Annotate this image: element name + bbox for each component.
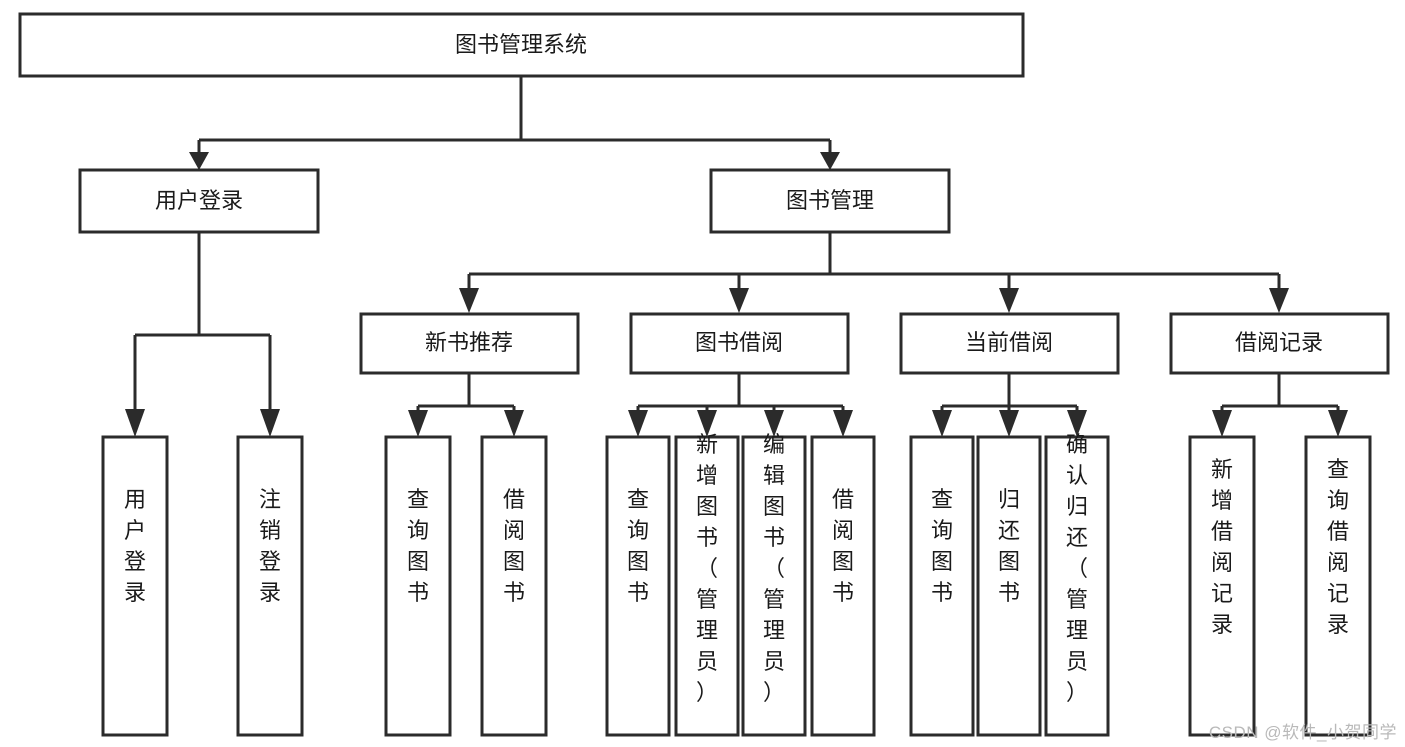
node-borrow-record-label: 借阅记录 — [1235, 330, 1323, 355]
node-user-login[interactable]: 用户登录 — [78, 168, 320, 234]
csdn-watermark: CSDN @软件_小贺同学 — [1208, 723, 1397, 742]
leaf-node-book-borrow-4-box[interactable] — [810, 435, 876, 737]
leaf-node-book-borrow-1-box[interactable] — [605, 435, 671, 737]
node-book-manage-box[interactable] — [709, 168, 951, 234]
node-book-borrow-label: 图书借阅 — [695, 330, 783, 355]
leaf-node-book-borrow-3-box[interactable] — [741, 435, 807, 737]
leaf-node-new-book-1-label: 查询图书 — [407, 487, 429, 605]
leaf-node-book-borrow-1-label: 查询图书 — [627, 487, 649, 605]
arrow-head-currentborrow-leaf-3 — [1067, 410, 1087, 437]
arrow-head-currentborrow — [999, 288, 1019, 313]
node-current-borrow-box[interactable] — [899, 312, 1120, 375]
leaf-node-new-book-1[interactable]: 查询图书 — [384, 435, 452, 737]
leaf-node-current-borrow-1[interactable]: 查询图书 — [909, 435, 975, 737]
node-book-manage[interactable]: 图书管理 — [709, 168, 951, 234]
arrow-head-currentborrow-leaf-2 — [999, 410, 1019, 437]
connectors-layer — [125, 77, 1348, 437]
node-current-borrow[interactable]: 当前借阅 — [899, 312, 1120, 375]
arrow-head-user-login — [189, 152, 209, 170]
leaf-node-new-book-1-box[interactable] — [384, 435, 452, 737]
leaf-node-book-borrow-4-label: 借阅图书 — [832, 487, 854, 605]
leaf-node-current-borrow-1-box[interactable] — [909, 435, 975, 737]
leaf-node-current-borrow-3-label: 确认归还（管理员） — [1066, 432, 1088, 705]
arrow-head-borrowrecord-leaf-2 — [1328, 410, 1348, 437]
leaf-node-borrow-record-2-label: 查询借阅记录 — [1327, 457, 1349, 637]
arrow-head-bookborrow — [729, 288, 749, 313]
node-new-book-recommend-label: 新书推荐 — [425, 330, 513, 355]
arrow-head-bookborrow-leaf-1 — [628, 410, 648, 437]
leaf-node-book-borrow-2[interactable]: 新增图书（管理员） — [674, 432, 740, 737]
node-book-borrow[interactable]: 图书借阅 — [629, 312, 850, 375]
leaf-node-new-book-2-box[interactable] — [480, 435, 548, 737]
node-new-book-recommend-box[interactable] — [359, 312, 580, 375]
arrow-head-bookborrow-leaf-3 — [764, 410, 784, 437]
leaf-node-book-borrow-1[interactable]: 查询图书 — [605, 435, 671, 737]
node-book-borrow-box[interactable] — [629, 312, 850, 375]
leaf-node-borrow-record-1-box[interactable] — [1188, 435, 1256, 737]
node-root-system-box[interactable] — [18, 12, 1025, 78]
leaf-node-user-login-1[interactable]: 用户登录 — [101, 435, 169, 737]
arrow-head-currentborrow-leaf-1 — [932, 410, 952, 437]
arrow-head-book-manage — [820, 152, 840, 170]
node-book-manage-label: 图书管理 — [786, 188, 874, 213]
leaf-node-current-borrow-3[interactable]: 确认归还（管理员） — [1044, 432, 1110, 737]
leaf-node-book-borrow-4[interactable]: 借阅图书 — [810, 435, 876, 737]
arrow-head-bookborrow-leaf-2 — [697, 410, 717, 437]
arrow-head-userlogin-leaf-2 — [260, 409, 280, 437]
arrow-head-newbook-leaf-2 — [504, 410, 524, 437]
leaf-node-new-book-2[interactable]: 借阅图书 — [480, 435, 548, 737]
leaf-node-user-login-2[interactable]: 注销登录 — [236, 435, 304, 737]
node-user-login-label: 用户登录 — [155, 188, 243, 213]
leaf-node-book-borrow-3[interactable]: 编辑图书（管理员） — [741, 432, 807, 737]
leaf-node-user-login-2-box[interactable] — [236, 435, 304, 737]
leaf-node-book-borrow-2-box[interactable] — [674, 435, 740, 737]
arrow-head-userlogin-leaf-1 — [125, 409, 145, 437]
leaf-node-current-borrow-1-label: 查询图书 — [931, 487, 953, 605]
arrow-head-borrowrecord-leaf-1 — [1212, 410, 1232, 437]
arrow-head-newbook — [459, 288, 479, 313]
arrow-head-borrowrecord — [1269, 288, 1289, 313]
node-user-login-box[interactable] — [78, 168, 320, 234]
leaf-node-borrow-record-1-label: 新增借阅记录 — [1211, 457, 1233, 637]
leaf-node-user-login-1-box[interactable] — [101, 435, 169, 737]
node-root-system[interactable]: 图书管理系统 — [18, 12, 1025, 78]
leaf-node-current-borrow-2-label: 归还图书 — [998, 487, 1020, 605]
leaf-node-book-borrow-3-label: 编辑图书（管理员） — [763, 432, 785, 705]
node-borrow-record-box[interactable] — [1169, 312, 1390, 375]
arrow-head-bookborrow-leaf-4 — [833, 410, 853, 437]
node-borrow-record[interactable]: 借阅记录 — [1169, 312, 1390, 375]
leaf-node-borrow-record-1[interactable]: 新增借阅记录 — [1188, 435, 1256, 737]
leaf-node-user-login-1-label: 用户登录 — [124, 487, 146, 605]
leaf-node-borrow-record-2[interactable]: 查询借阅记录 — [1304, 435, 1372, 737]
leaf-node-current-borrow-3-box[interactable] — [1044, 435, 1110, 737]
node-root-system-label: 图书管理系统 — [455, 32, 587, 57]
leaf-node-book-borrow-2-label: 新增图书（管理员） — [696, 432, 718, 705]
leaf-node-user-login-2-label: 注销登录 — [259, 487, 281, 605]
leaf-node-current-borrow-2-box[interactable] — [976, 435, 1042, 737]
leaf-node-new-book-2-label: 借阅图书 — [503, 487, 525, 605]
node-current-borrow-label: 当前借阅 — [965, 330, 1053, 355]
node-new-book-recommend[interactable]: 新书推荐 — [359, 312, 580, 375]
leaf-node-borrow-record-2-box[interactable] — [1304, 435, 1372, 737]
arrow-head-newbook-leaf-1 — [408, 410, 428, 437]
leaf-node-current-borrow-2[interactable]: 归还图书 — [976, 435, 1042, 737]
